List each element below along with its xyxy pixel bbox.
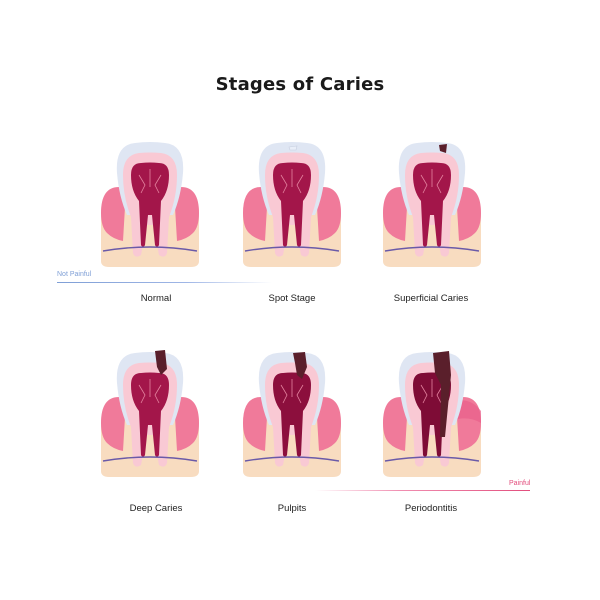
gum-right	[315, 397, 341, 451]
decay-cavity	[433, 351, 451, 437]
gum-left	[243, 187, 269, 241]
tooth-pulpits	[237, 345, 347, 485]
not-painful-label: Not Painful	[57, 271, 92, 278]
nerve-line	[244, 246, 340, 252]
tooth-spot-stage	[237, 135, 347, 275]
gum-left	[101, 187, 127, 241]
stage-label-deep-caries: Deep Caries	[129, 503, 183, 514]
page-title: Stages of Caries	[215, 74, 385, 95]
stage-label-normal: Normal	[140, 293, 172, 304]
not-painful-scale-line	[57, 282, 272, 284]
tooth-periodontitis	[377, 345, 487, 485]
nerve-line	[102, 456, 198, 462]
nerve-line	[244, 456, 340, 462]
tooth-pulp	[413, 162, 451, 247]
painful-scale-line	[315, 490, 530, 492]
tooth-normal	[95, 135, 205, 275]
gum-right	[315, 187, 341, 241]
decay-cavity	[439, 144, 447, 153]
stage-label-periodontitis: Periodontitis	[404, 503, 458, 514]
tooth-pulp	[273, 162, 311, 247]
gum-right	[455, 187, 481, 241]
stage-label-pulpits: Pulpits	[277, 503, 307, 514]
nerve-line	[384, 246, 480, 252]
gum-left	[383, 397, 409, 451]
gum-right	[173, 187, 199, 241]
pulp-nerves	[420, 169, 444, 194]
tooth-deep-caries	[95, 345, 205, 485]
pulp-nerves	[138, 169, 162, 194]
gum-left	[101, 397, 127, 451]
pulp-nerves	[138, 379, 162, 404]
tooth-pulp	[131, 162, 169, 247]
stage-label-superficial-caries: Superficial Caries	[393, 293, 469, 304]
tooth-pulp	[273, 372, 311, 457]
decay-spot	[288, 145, 298, 151]
painful-label: Painful	[509, 480, 531, 487]
decay-cavity	[293, 352, 307, 379]
gum-left	[243, 397, 269, 451]
tooth-pulp	[131, 372, 169, 457]
decay-cavity	[155, 350, 167, 375]
nerve-line	[384, 456, 480, 462]
gum-left	[383, 187, 409, 241]
stage-label-spot-stage: Spot Stage	[268, 293, 316, 304]
pulp-nerves	[280, 379, 304, 404]
pulp-nerves	[280, 169, 304, 194]
gum-right	[173, 397, 199, 451]
nerve-line	[102, 246, 198, 252]
tooth-superficial-caries	[377, 135, 487, 275]
